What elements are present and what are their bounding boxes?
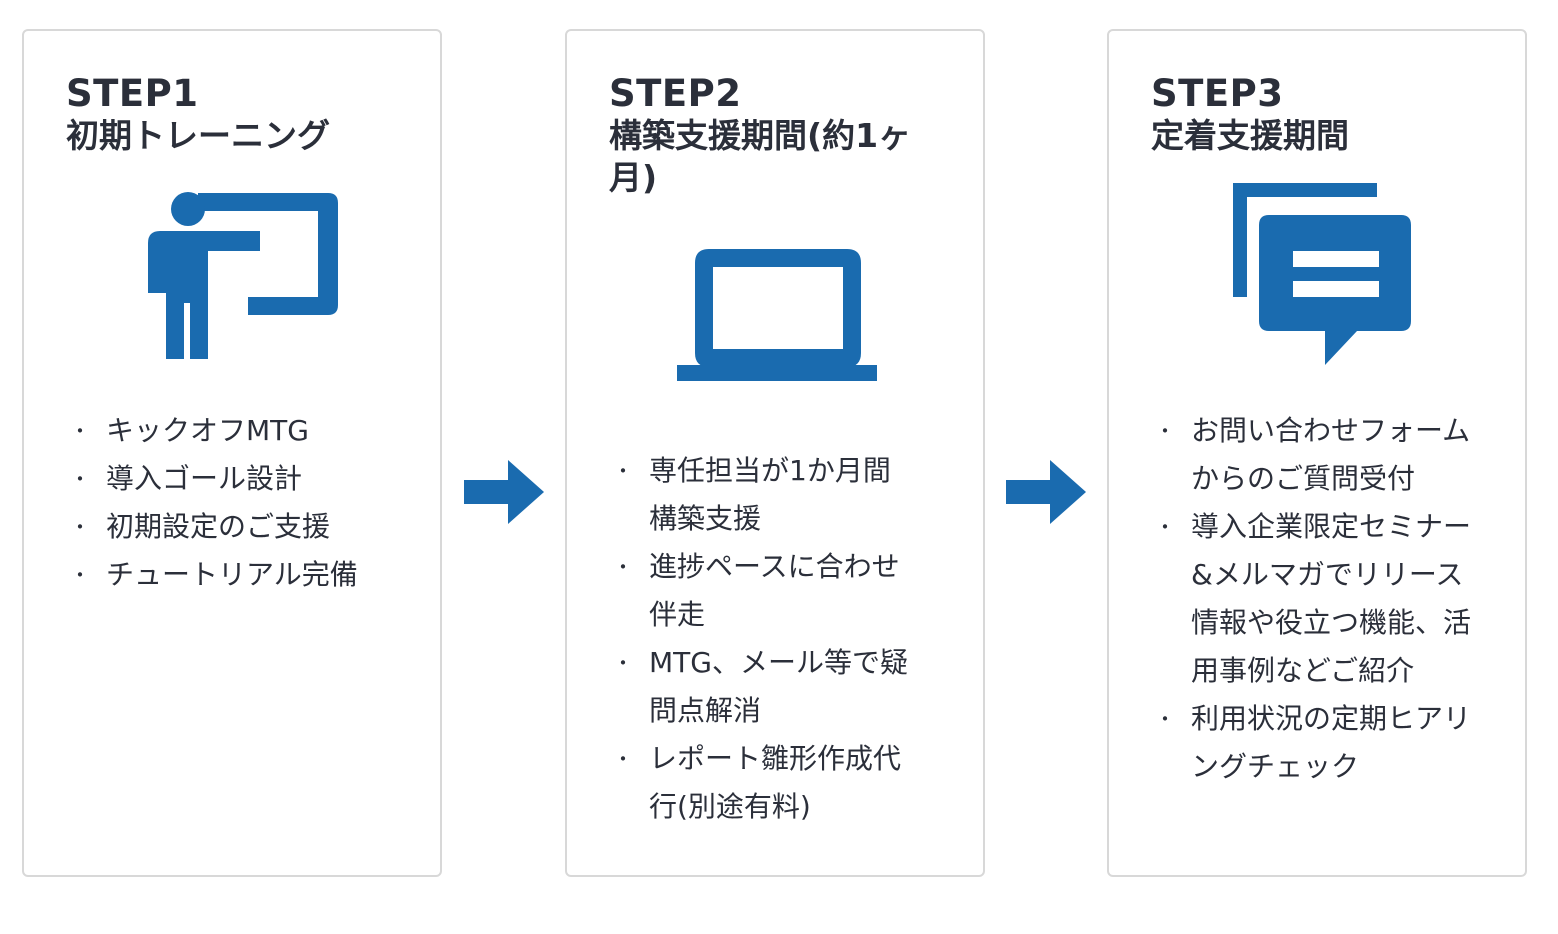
bullet-icon: ・: [70, 467, 90, 491]
right-arrow-icon: [1006, 460, 1088, 528]
step-label: STEP3: [1151, 72, 1284, 115]
step-label: STEP2: [609, 72, 742, 115]
bullet-icon: ・: [70, 419, 90, 443]
step-title: 初期トレーニング: [66, 116, 330, 155]
bullet-icon: ・: [613, 555, 633, 579]
laptop-icon: [675, 245, 879, 387]
list-item: ・チュートリアル完備: [66, 551, 406, 599]
list-item: ・導入ゴール設計: [66, 455, 406, 503]
list-item: ・進捗ペースに合わせ伴走: [609, 543, 909, 639]
list-item: ・レポート雛形作成代行(別途有料): [609, 735, 909, 831]
step2-card: STEP2 構築支援期間(約1ヶ月) ・専任担当が1か月間構築支援 ・進捗ペース…: [565, 29, 985, 877]
list-item: ・お問い合わせフォームからのご質問受付: [1151, 407, 1471, 503]
list-item: ・利用状況の定期ヒアリングチェック: [1151, 695, 1471, 791]
right-arrow-icon: [464, 460, 546, 528]
bullet-icon: ・: [1155, 707, 1175, 731]
step-title: 構築支援期間(約1ヶ月): [609, 116, 912, 197]
step-label: STEP1: [66, 72, 199, 115]
step1-card: STEP1 初期トレーニング ・キックオフMTG ・導入ゴール設計 ・初期設定の…: [22, 29, 442, 877]
bullet-icon: ・: [70, 563, 90, 587]
bullet-icon: ・: [613, 651, 633, 675]
bullet-icon: ・: [70, 515, 90, 539]
step2-item-list: ・専任担当が1か月間構築支援 ・進捗ペースに合わせ伴走 ・MTG、メール等で疑問…: [609, 447, 909, 831]
step-title: 定着支援期間: [1151, 116, 1349, 155]
step3-card: STEP3 定着支援期間 ・お問い合わせフォームからのご質問受付 ・導入企業限定…: [1107, 29, 1527, 877]
chat-messages-icon: [1225, 181, 1415, 371]
list-item: ・専任担当が1か月間構築支援: [609, 447, 909, 543]
bullet-icon: ・: [1155, 419, 1175, 443]
list-item: ・初期設定のご支援: [66, 503, 406, 551]
list-item: ・導入企業限定セミナー&メルマガでリリース情報や役立つ機能、活用事例などご紹介: [1151, 503, 1471, 695]
bullet-icon: ・: [613, 747, 633, 771]
list-item: ・キックオフMTG: [66, 407, 406, 455]
bullet-icon: ・: [1155, 515, 1175, 539]
step1-item-list: ・キックオフMTG ・導入ゴール設計 ・初期設定のご支援 ・チュートリアル完備: [66, 407, 406, 599]
step3-item-list: ・お問い合わせフォームからのご質問受付 ・導入企業限定セミナー&メルマガでリリー…: [1151, 407, 1471, 791]
presenter-board-icon: [142, 187, 342, 363]
list-item: ・MTG、メール等で疑問点解消: [609, 639, 909, 735]
bullet-icon: ・: [613, 459, 633, 483]
